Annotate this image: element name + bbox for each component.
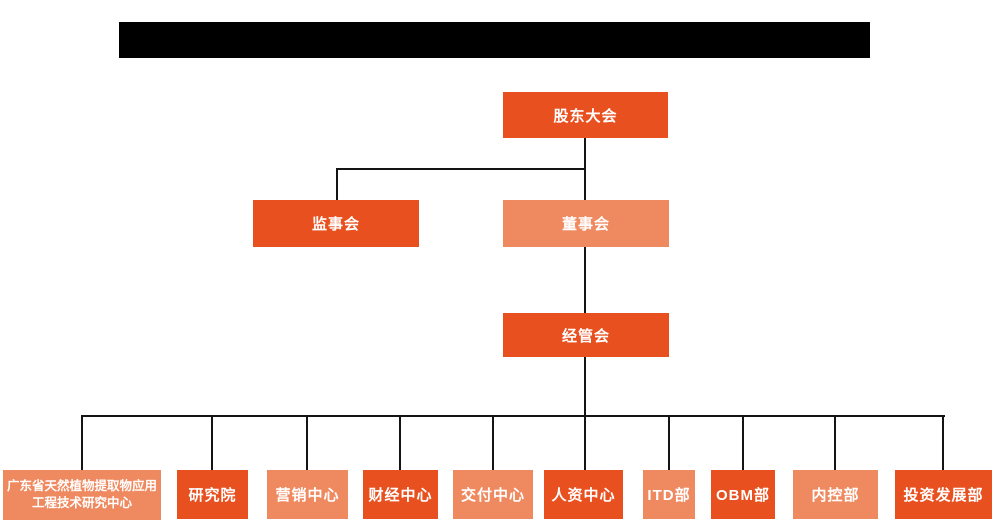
org-node-obm-department: OBM部 — [711, 470, 775, 519]
org-node-board-of-directors: 董事会 — [503, 200, 669, 247]
org-node-marketing-center: 营销中心 — [267, 470, 348, 519]
org-node-delivery-center: 交付中心 — [453, 470, 533, 519]
connector-line — [492, 415, 494, 470]
connector-line — [306, 415, 308, 470]
org-node-shareholders-meeting: 股东大会 — [503, 92, 668, 138]
org-node-finance-center: 财经中心 — [363, 470, 438, 519]
connector-line — [834, 415, 836, 470]
connector-line — [81, 415, 945, 417]
connector-line — [336, 168, 586, 170]
org-node-research-institute: 研究院 — [177, 470, 248, 519]
org-node-internal-control-department: 内控部 — [793, 470, 878, 519]
connector-line — [942, 415, 944, 470]
org-node-investment-development-department: 投资发展部 — [895, 470, 992, 519]
org-node-management-committee: 经管会 — [503, 313, 669, 357]
connector-line — [584, 247, 586, 313]
org-node-supervisory-board: 监事会 — [253, 200, 419, 247]
connector-line — [336, 168, 338, 200]
redacted-title-bar — [119, 22, 870, 58]
org-node-itd-department: ITD部 — [643, 470, 695, 519]
connector-line — [81, 415, 83, 470]
connector-line — [668, 415, 670, 470]
org-node-hr-center: 人资中心 — [544, 470, 623, 519]
org-node-guangdong-research-center: 广东省天然植物提取物应用工程技术研究中心 — [3, 470, 161, 520]
connector-line — [211, 415, 213, 470]
connector-line — [742, 415, 744, 470]
connector-line — [584, 356, 586, 417]
connector-line — [584, 415, 586, 470]
connector-line — [399, 415, 401, 470]
